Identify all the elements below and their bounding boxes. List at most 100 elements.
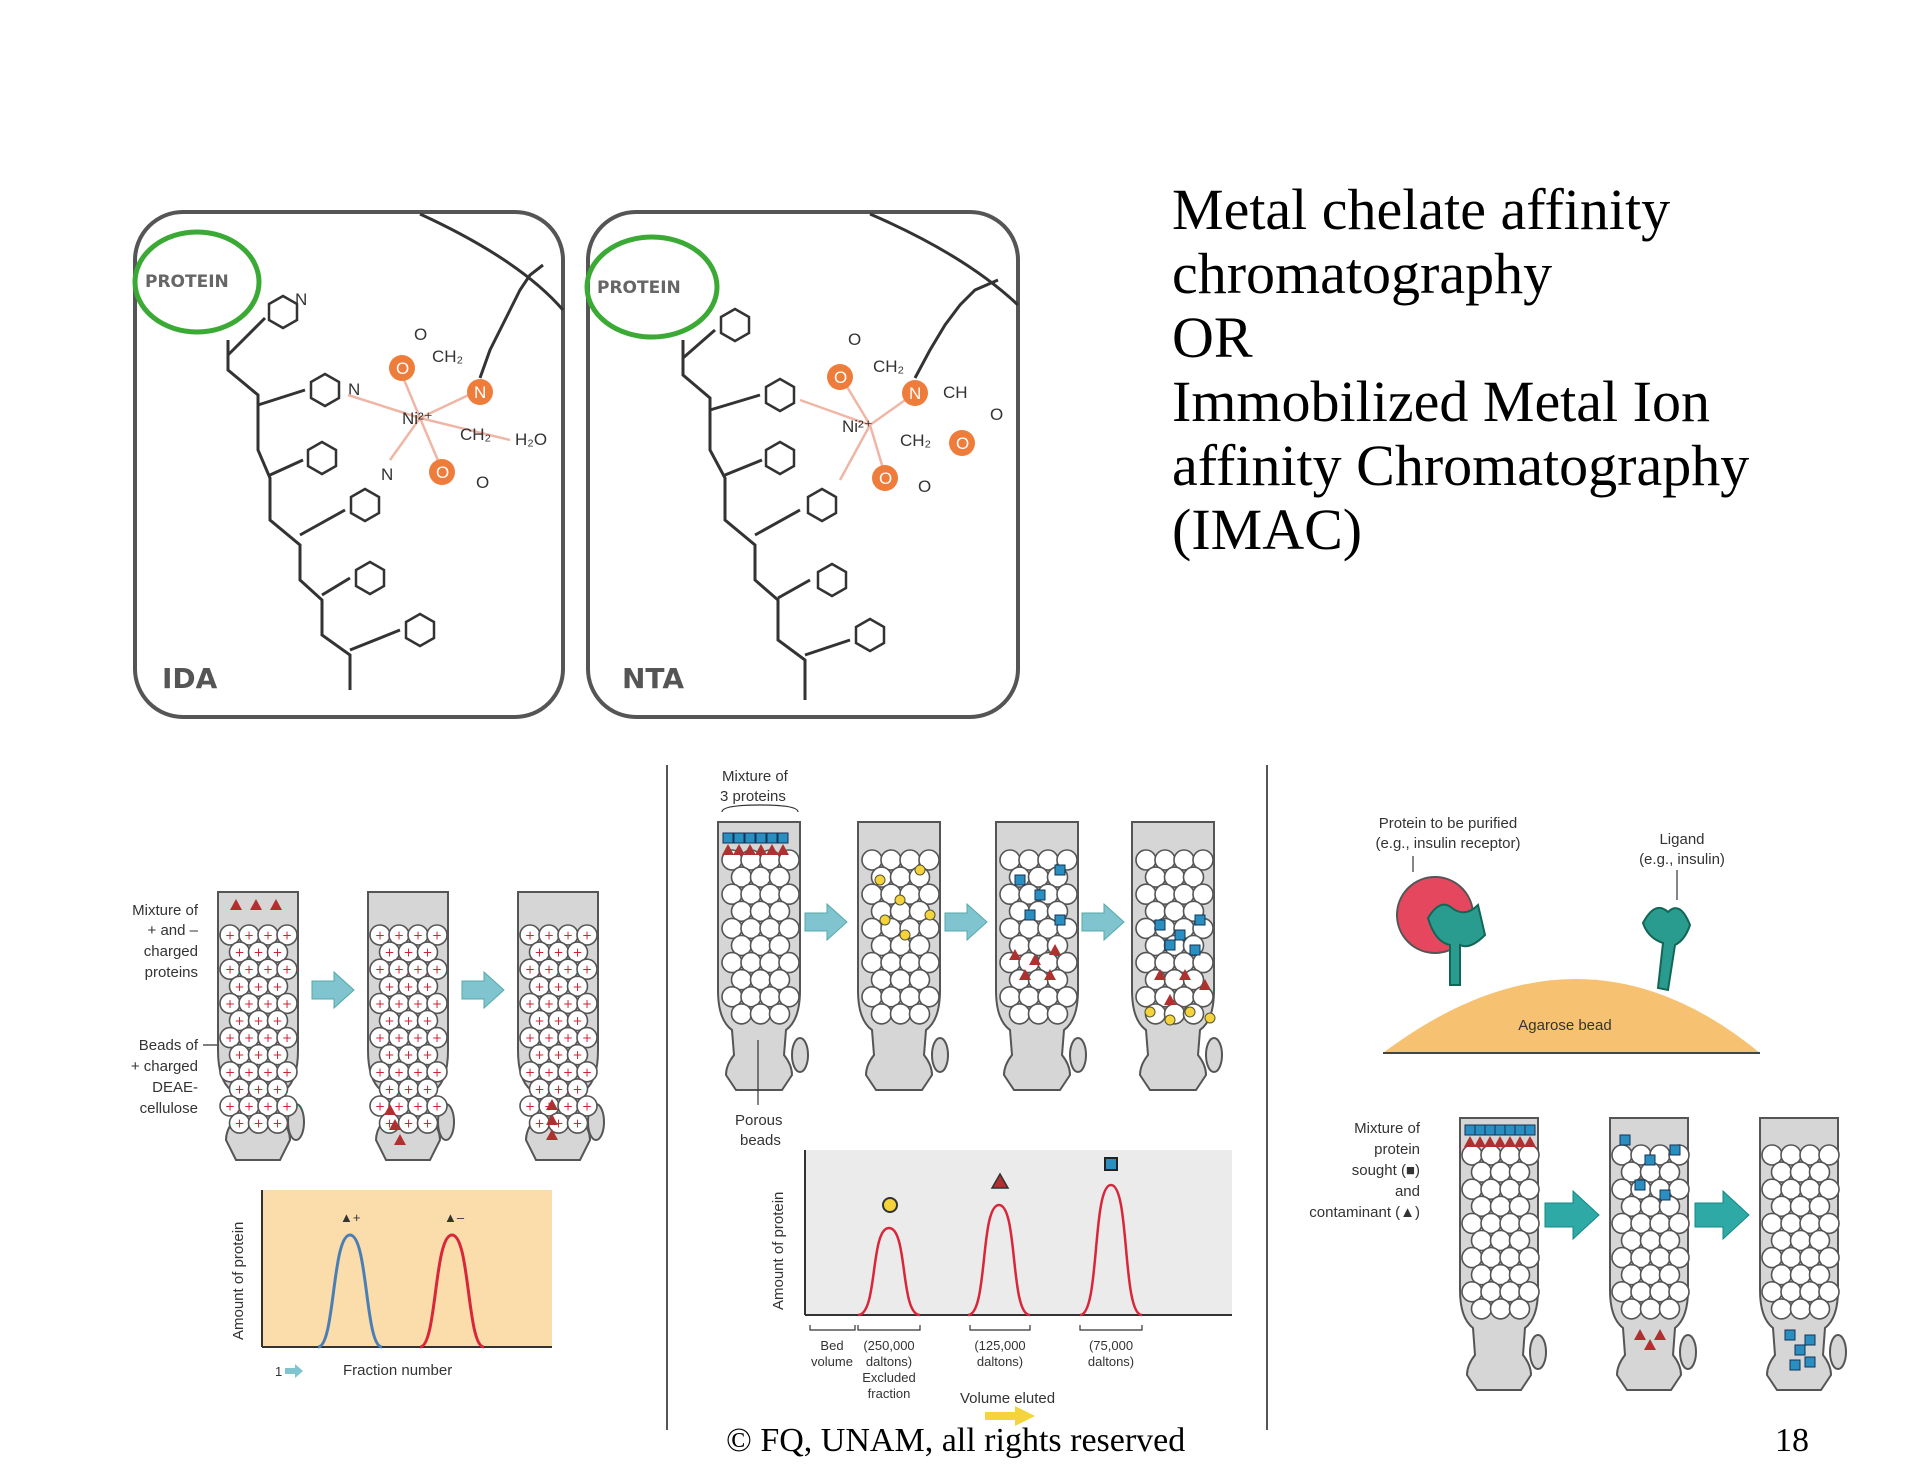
- title-line: Immobilized Metal Ion: [1172, 369, 1710, 434]
- protein-icon: [1154, 919, 1166, 931]
- mixture-label: proteins: [145, 964, 198, 981]
- peak-positive-label: ▲+: [340, 1210, 360, 1225]
- o-atom: O: [414, 325, 427, 344]
- column-outlet-icon: [1069, 1037, 1087, 1073]
- charged-bead-icon: [528, 1112, 551, 1134]
- ion-exchange-diagram: Mixture of + and – charged proteins Bead…: [131, 891, 605, 1379]
- nta-label: NTA: [622, 662, 684, 695]
- bead-icon: [1808, 1298, 1831, 1320]
- charged-bead-icon: [266, 1112, 289, 1134]
- gel-filtration-diagram: Mixture of 3 proteins Porous beads Amoun…: [717, 768, 1232, 1426]
- agarose-bead-icon: [1383, 979, 1760, 1053]
- protein-ring-icon: [584, 234, 720, 340]
- tick-label: daltons): [866, 1354, 912, 1369]
- protein-icon: [874, 874, 886, 886]
- copyright-footer: © FQ, UNAM, all rights reserved: [726, 1422, 1186, 1459]
- protein-icon: [1204, 1012, 1216, 1024]
- bead-icon: [1046, 1003, 1069, 1025]
- beads-label: + charged: [131, 1058, 198, 1075]
- column-2-icon: [367, 891, 455, 1161]
- tick-label: daltons): [977, 1354, 1023, 1369]
- agarose-bead-label: Agarose bead: [1518, 1017, 1611, 1034]
- protein-ring-icon: [132, 229, 262, 335]
- bead-icon: [1770, 1298, 1793, 1320]
- bead-icon: [1008, 1003, 1031, 1025]
- mixture-label: Mixture of: [722, 768, 789, 785]
- bead-icon: [1789, 1298, 1812, 1320]
- oxygen-atom-icon: [827, 364, 853, 390]
- water: H₂O: [515, 430, 547, 449]
- bead-icon: [1470, 1298, 1493, 1320]
- bead-icon: [749, 1003, 772, 1025]
- mixture-label: contaminant (▲): [1309, 1204, 1420, 1221]
- column-outlet-icon: [931, 1037, 949, 1073]
- title-line: Metal chelate affinity: [1172, 177, 1671, 242]
- protein-icon: [1784, 1329, 1796, 1341]
- protein-icon: [1514, 1124, 1526, 1136]
- n-atom: N: [381, 465, 393, 484]
- oxygen-atom-icon: [429, 459, 455, 485]
- charged-bead-icon: [228, 1112, 251, 1134]
- protein-icon: [1194, 914, 1206, 926]
- arrow-icon: [285, 1364, 303, 1378]
- beads-label: cellulose: [140, 1100, 198, 1117]
- arrow-icon: [985, 1406, 1035, 1426]
- bead-icon: [870, 1003, 893, 1025]
- ch2-group: CH₂: [432, 347, 463, 366]
- protein-icon: [1014, 874, 1026, 886]
- bead-icon: [1639, 1298, 1662, 1320]
- nickel-ion: Ni²⁺: [842, 417, 873, 436]
- mixture-label: charged: [144, 943, 198, 960]
- o-atom: O: [396, 359, 409, 378]
- peak-positive: [317, 1233, 383, 1349]
- mixture-label: Mixture of: [132, 902, 199, 919]
- o-atom: O: [918, 477, 931, 496]
- ligand-icon: [1641, 906, 1692, 992]
- protein-icon: [1464, 1124, 1476, 1136]
- tick-label: volume: [811, 1354, 853, 1369]
- ida-label: IDA: [162, 662, 218, 695]
- o-atom: O: [990, 405, 1003, 424]
- protein-icon: [1494, 1124, 1506, 1136]
- page-number: 18: [1775, 1422, 1809, 1459]
- mixture-label: and: [1395, 1183, 1420, 1200]
- ligand-label: Ligand: [1659, 831, 1704, 848]
- peak-250k: [857, 1226, 921, 1317]
- title-line: OR: [1172, 305, 1253, 370]
- peak-negative: [419, 1233, 485, 1349]
- column-1-icon: [217, 891, 305, 1161]
- protein-icon: [1144, 1006, 1156, 1018]
- nta-panel: PROTEIN Ni²⁺ O N O O O CH₂ CH₂ CH O O NT…: [584, 210, 1020, 719]
- protein-icon: [1659, 1189, 1671, 1201]
- fraction-start-marker: 1: [275, 1364, 282, 1379]
- protein-icon: [1669, 1144, 1681, 1156]
- protein-icon: [1644, 1154, 1656, 1166]
- n-atom: N: [295, 290, 307, 309]
- column-outlet-icon: [791, 1037, 809, 1073]
- protein-icon: [1189, 944, 1201, 956]
- peak-75k: [1079, 1183, 1143, 1317]
- o-atom: O: [476, 473, 489, 492]
- y-axis-label: Amount of protein: [770, 1192, 787, 1310]
- protein-icon: [1484, 1124, 1496, 1136]
- protein-icon: [899, 929, 911, 941]
- oxygen-atom-icon: [949, 430, 975, 456]
- bead-icon: [768, 1003, 791, 1025]
- tick-label: daltons): [1088, 1354, 1134, 1369]
- column-outlet-icon: [1829, 1334, 1847, 1370]
- protein-icon: [1474, 1124, 1486, 1136]
- nitrogen-atom-icon: [902, 380, 928, 406]
- slide-title: Metal chelate affinity chromatography OR…: [1172, 178, 1749, 562]
- mixture-label: sought (■): [1352, 1162, 1420, 1179]
- tick-label: (125,000: [974, 1338, 1025, 1353]
- bead-icon: [1658, 1298, 1681, 1320]
- protein-icon: [924, 909, 936, 921]
- title-line: (IMAC): [1172, 497, 1363, 562]
- bound-ligand-icon: [1426, 903, 1487, 986]
- column-outlet-icon: [1679, 1334, 1697, 1370]
- peak-125k: [967, 1203, 1031, 1317]
- ion-exchange-chart-bg: [262, 1190, 552, 1347]
- protein-icon: [1054, 914, 1066, 926]
- protein-icon: [722, 832, 734, 844]
- o-atom: O: [956, 434, 969, 453]
